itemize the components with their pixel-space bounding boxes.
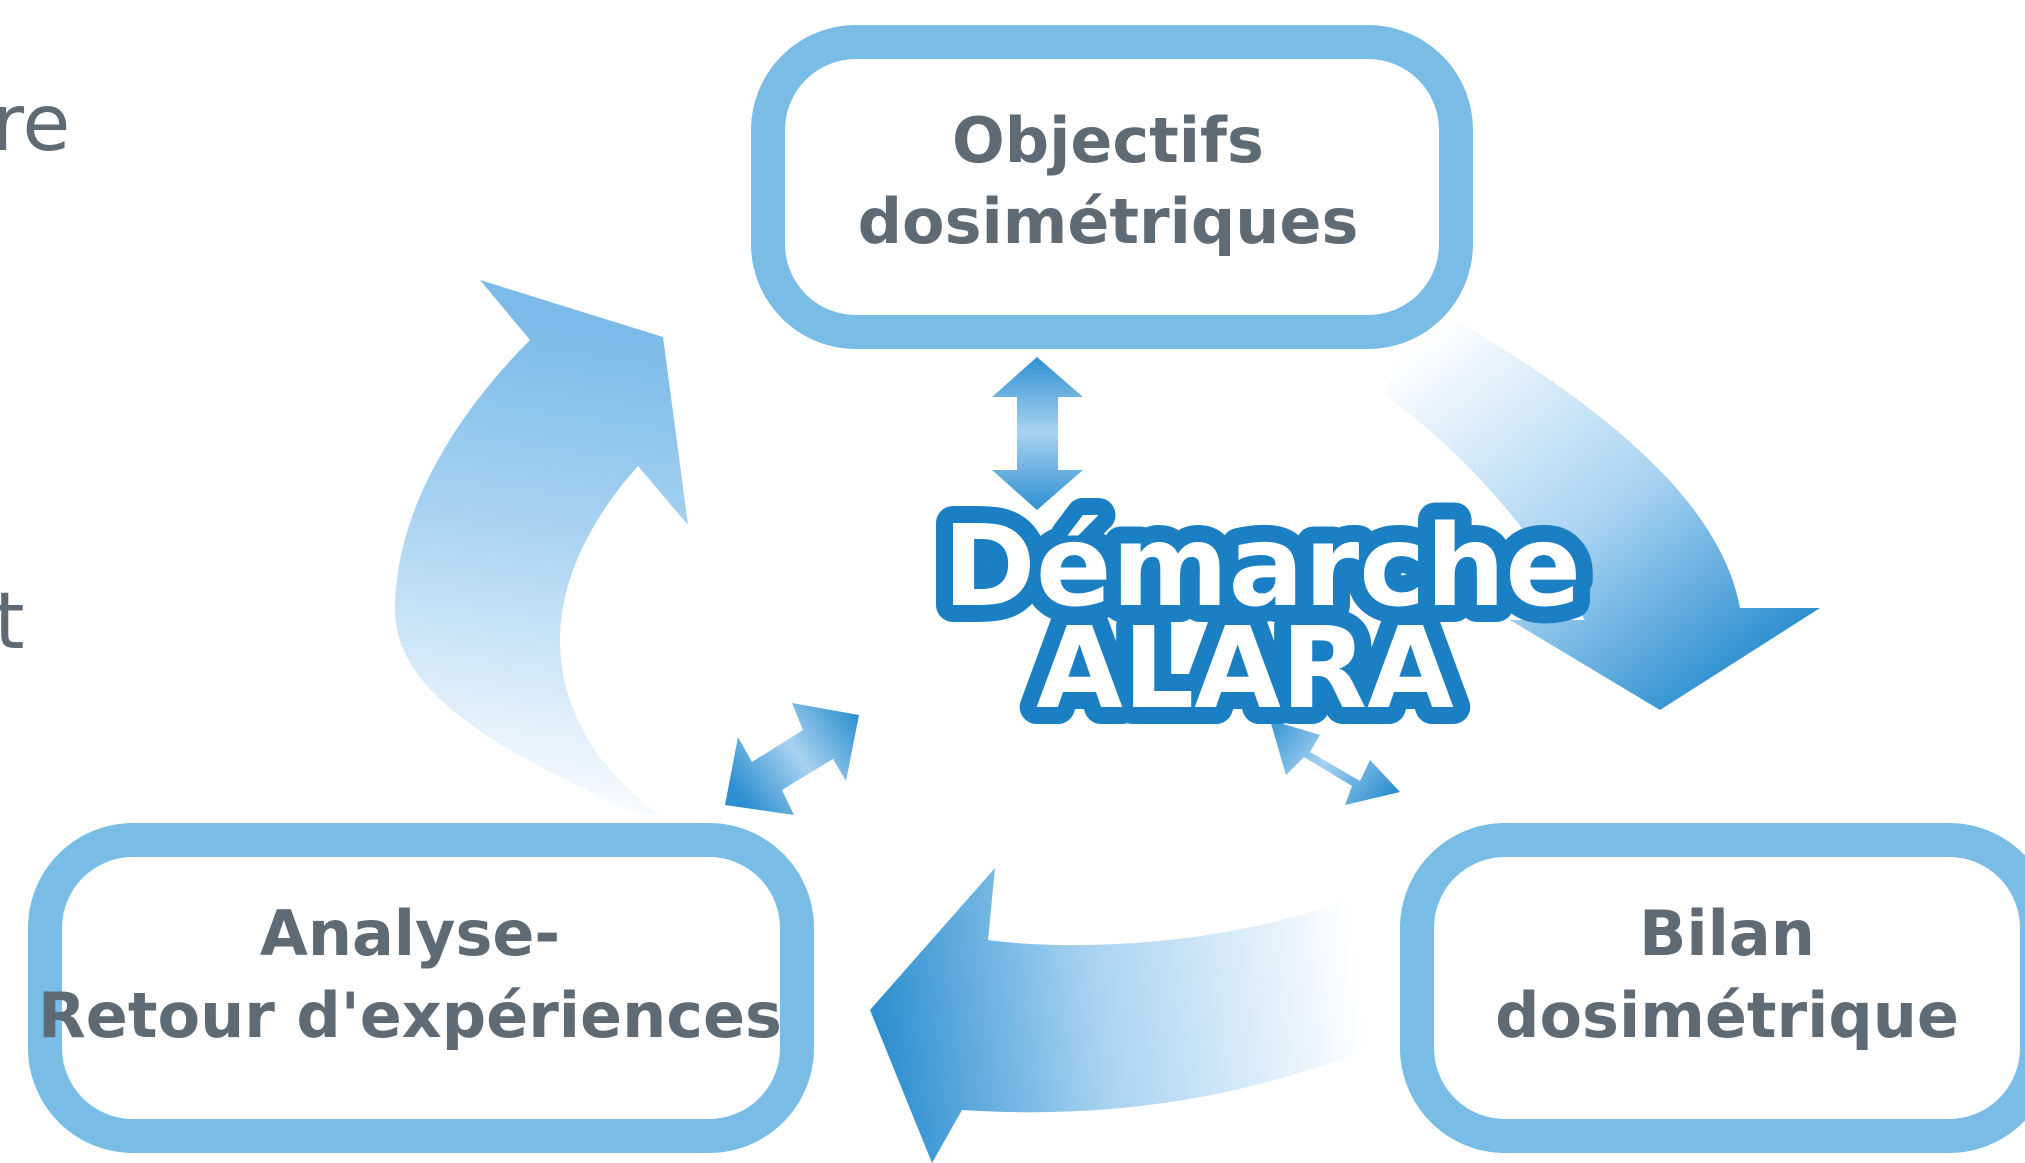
center-title-line1: Démarche bbox=[943, 502, 1582, 632]
edge-text-top: re bbox=[0, 79, 70, 169]
node-objectifs-line1: Objectifs bbox=[952, 104, 1264, 177]
center-title-line2: ALARA bbox=[1036, 604, 1454, 734]
node-analyse-box bbox=[28, 823, 814, 1153]
node-bilan-line2: dosimétrique bbox=[1495, 979, 1959, 1052]
double-arrow-objectifs bbox=[992, 357, 1083, 510]
center-title-line1-outline: Démarche bbox=[943, 502, 1582, 632]
node-analyse-line1: Analyse- bbox=[260, 897, 560, 970]
double-arrow-analyse bbox=[725, 703, 859, 815]
cycle-arrow-bottom bbox=[870, 868, 1365, 1163]
edge-text-middle: t bbox=[0, 577, 25, 667]
double-arrow-bilan bbox=[1270, 720, 1400, 805]
cycle-arrow-left bbox=[395, 280, 688, 815]
node-bilan-line1: Bilan bbox=[1639, 897, 1815, 970]
cycle-arrow-top-right bbox=[1385, 300, 1820, 710]
node-objectifs-box bbox=[751, 25, 1473, 349]
node-analyse-line2: Retour d'expériences bbox=[38, 979, 782, 1052]
node-objectifs-line2: dosimétriques bbox=[858, 185, 1359, 258]
node-bilan-box bbox=[1400, 823, 2025, 1153]
center-title-line2-outline: ALARA bbox=[1036, 604, 1454, 734]
